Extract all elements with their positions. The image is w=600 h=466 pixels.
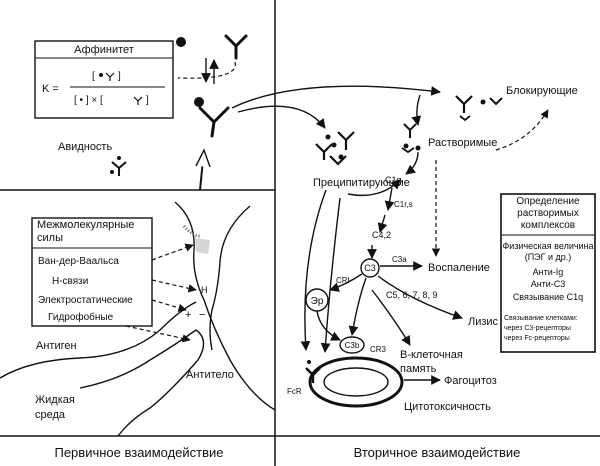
c3-label: C3 xyxy=(364,263,376,273)
svg-text:]: ] xyxy=(118,71,121,82)
blocking-label: Блокирующие xyxy=(506,85,578,97)
c1rs-label: C1r,s xyxy=(394,200,413,209)
h-bond-marker: H xyxy=(201,285,208,295)
c42-label: C4,2 xyxy=(372,230,391,240)
footer-primary-interaction: Первичное взаимодействие xyxy=(54,445,223,460)
antigen-label: Антиген xyxy=(36,340,77,352)
svg-text:−: − xyxy=(199,309,205,321)
phagocyte-inner xyxy=(323,367,389,397)
avidity-icon xyxy=(111,161,127,176)
precipitating-complex-icon xyxy=(315,131,355,166)
det-line-physical: Физическая величина xyxy=(502,241,593,251)
svg-text:]: ] xyxy=(146,95,149,106)
force-electrostatic: Электростатические xyxy=(38,295,133,306)
footer-secondary-interaction: Вторичное взаимодействие xyxy=(354,445,521,460)
blocking-complex-icon xyxy=(455,95,503,122)
det-line-peg: (ПЭГ и др.) xyxy=(525,252,572,262)
det-line-c1q: Связывание C1q xyxy=(513,292,583,302)
det-small-cells: Связывание клетками: xyxy=(504,315,578,322)
antibody-label: Антитело xyxy=(186,369,234,381)
cr1-label: CRI xyxy=(336,276,350,285)
det-line-anti-c3: Анти-C3 xyxy=(531,279,566,289)
affinity-title: Аффинитет xyxy=(74,44,134,56)
avidity-label: Авидность xyxy=(58,141,112,153)
det-small-fcr: через Fc-рецепторы xyxy=(504,335,570,342)
bound-antibody-icon xyxy=(198,106,230,138)
er-label: Эр xyxy=(311,296,324,307)
determination-box xyxy=(500,193,596,353)
force-h-bonds: Н-связи xyxy=(52,276,88,287)
c3a-label: C3a xyxy=(392,255,407,264)
phagocytosis-label: Фагоцитоз xyxy=(444,375,497,387)
affinity-k-label: K = xyxy=(42,83,59,95)
bound-antigen-dot xyxy=(194,97,204,107)
cytotoxicity-label: Цитотоксичность xyxy=(404,401,491,413)
det-line-anti-ig: Анти-Ig xyxy=(533,267,564,277)
antigen-body xyxy=(0,301,205,437)
intermolecular-forces-box xyxy=(31,217,153,327)
fc-receptor-icon xyxy=(305,360,321,383)
b-memory-label-1: В-клеточная xyxy=(400,349,463,361)
determination-title: Определение растворимых комплексов xyxy=(516,196,580,231)
liquid-medium-label-1: Жидкая xyxy=(35,394,75,406)
c56789-label: C5, 6, 7, 8, 9 xyxy=(386,290,438,300)
soluble-complex-icon xyxy=(401,123,421,154)
svg-text:[ • ] × [: [ • ] × [ xyxy=(74,95,103,106)
antigen-dot-top xyxy=(176,37,186,47)
liquid-medium-label-2: среда xyxy=(35,409,66,421)
c3b-label: C3b xyxy=(345,341,360,350)
inflammation-label: Воспаление xyxy=(428,262,490,274)
svg-text:+: + xyxy=(185,309,191,321)
soluble-label: Растворимые xyxy=(428,137,497,149)
force-van-der-waals: Ван-дер-Ваальса xyxy=(38,256,119,267)
force-hydrophobic: Гидрофобные xyxy=(48,311,114,323)
b-memory-label-2: память xyxy=(400,363,437,375)
cr3-label: CR3 xyxy=(370,345,387,354)
c1q-label: C1q xyxy=(385,175,402,185)
intermolecular-forces-title: Межмолекулярные силы xyxy=(37,219,135,244)
fcr-label: FcR xyxy=(287,387,302,396)
det-small-c3r: через C3-рецепторы xyxy=(504,325,571,332)
c3-node xyxy=(360,258,380,278)
c3b-node xyxy=(339,336,365,354)
affinity-box xyxy=(34,40,174,119)
free-antibody-icon xyxy=(224,34,248,60)
lysis-label: Лизис xyxy=(468,316,499,328)
precipitating-label: Преципитирующие xyxy=(313,177,410,189)
antibody-body xyxy=(174,201,276,411)
svg-text:[: [ xyxy=(92,71,95,82)
